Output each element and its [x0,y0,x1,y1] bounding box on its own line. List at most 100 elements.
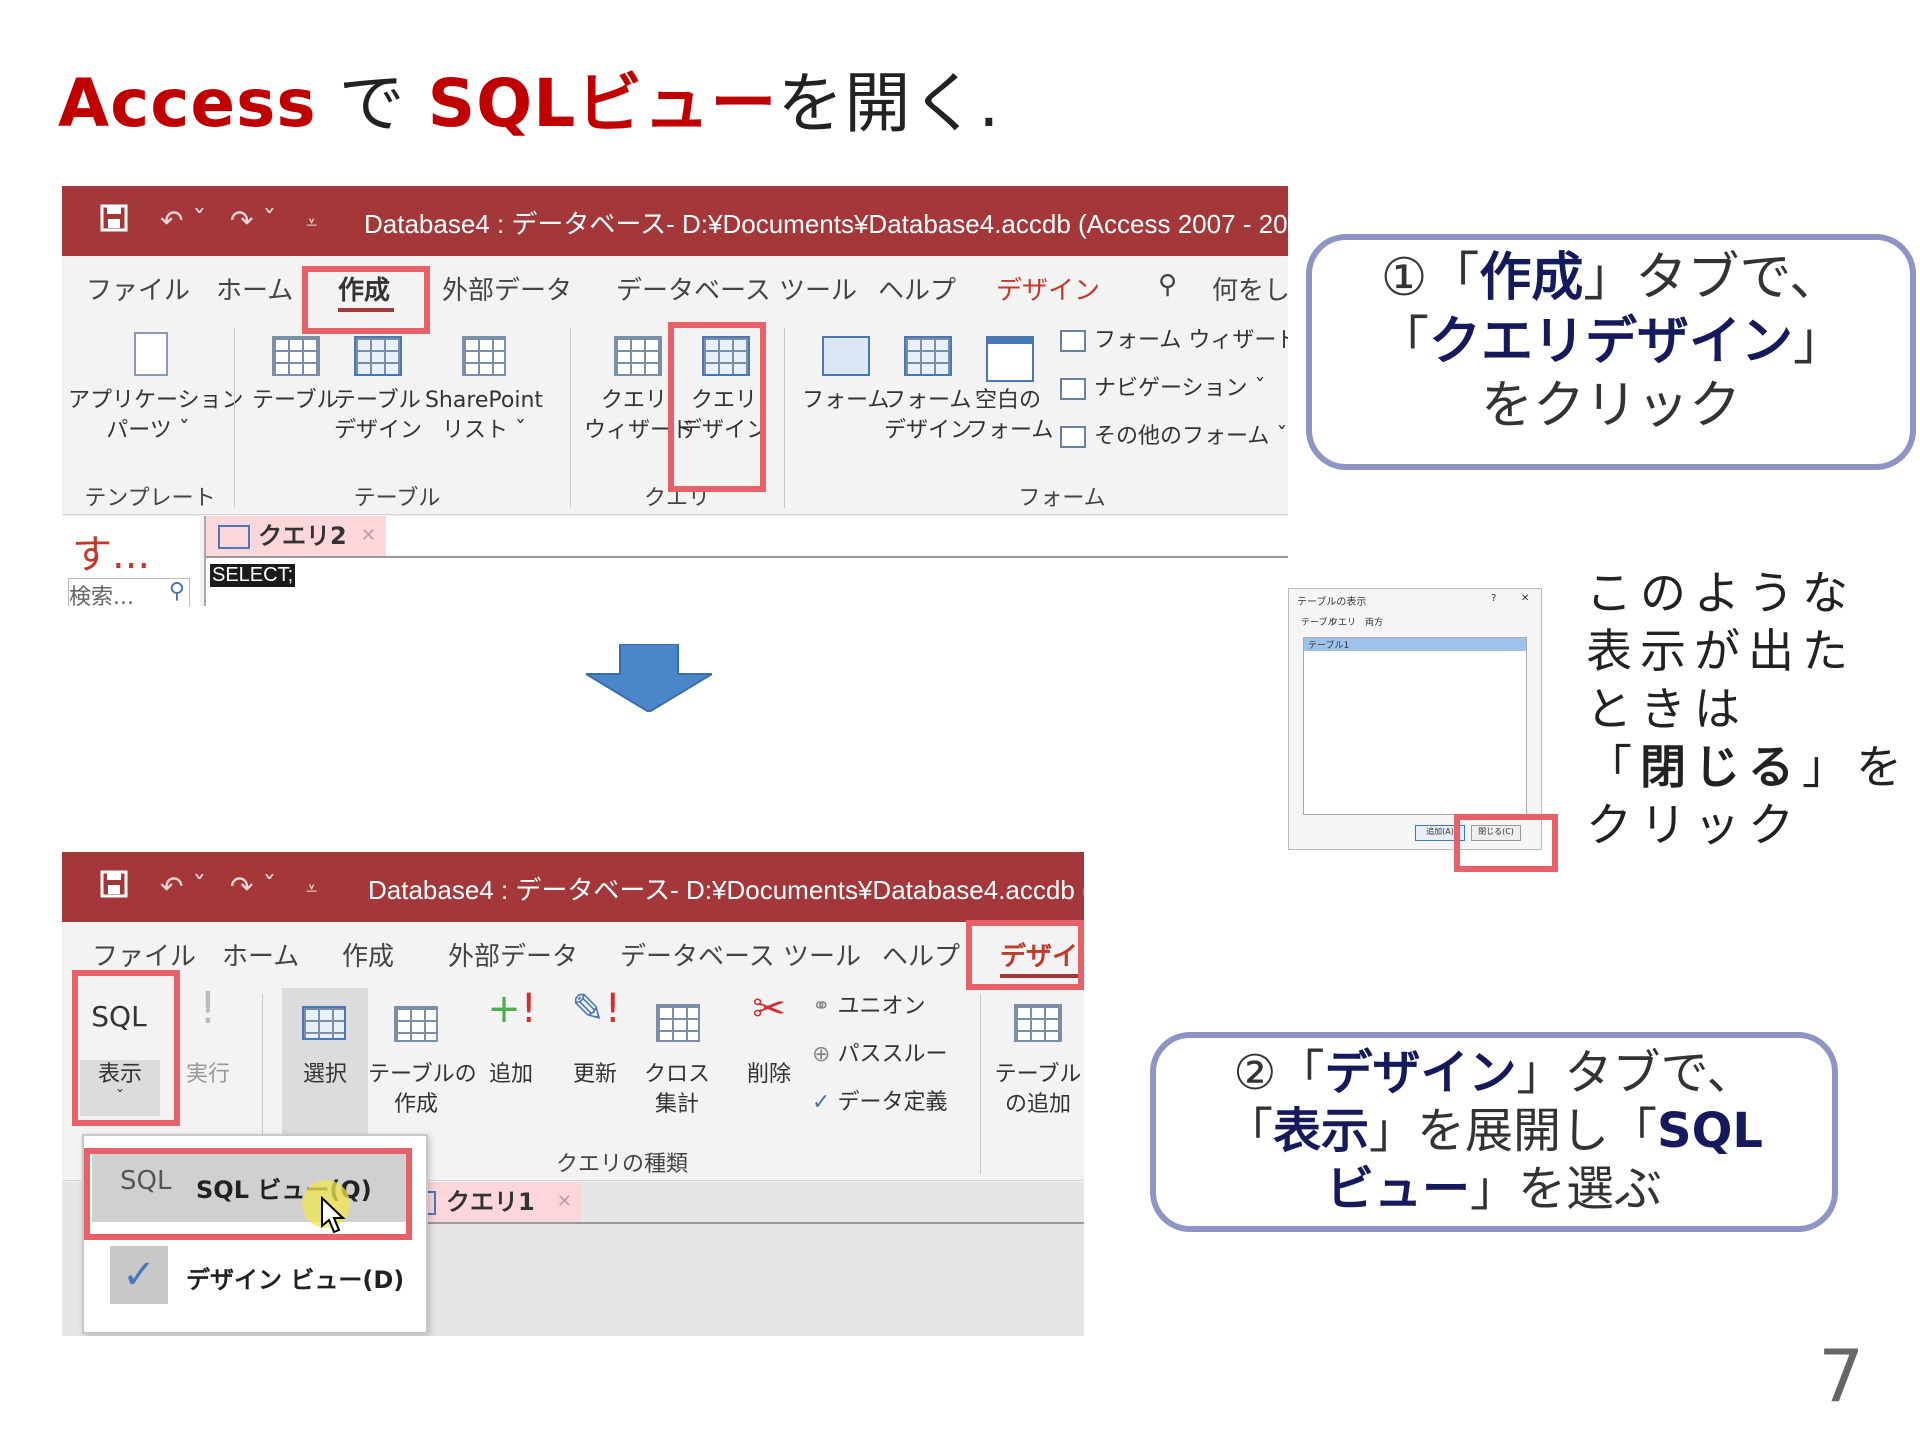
select-query-icon [302,1006,346,1040]
append-button[interactable]: 追加 [488,1062,533,1087]
add-table-icon[interactable] [1014,1004,1062,1042]
tell-me-input[interactable]: 何をしま [1212,276,1288,306]
update-button[interactable]: 更新 [572,1062,617,1087]
tab-help[interactable]: ヘルプ [878,276,957,306]
form-icon[interactable] [822,336,870,376]
form-button[interactable]: フォーム [802,386,889,416]
form-wizard-button[interactable]: フォーム ウィザード [1060,326,1288,356]
dialog-close-icon[interactable]: ✕ [1521,593,1530,604]
tab-query1[interactable]: クエリ1 ✕ [414,1182,582,1222]
sharepoint-list-button[interactable]: SharePoint リスト ˇ [422,386,546,446]
customize-qat-icon[interactable]: ⩡ [306,876,318,900]
form-wizard-label: フォーム ウィザード [1094,328,1288,353]
window-title: Database4 : データベース- D:¥Documents¥Databas… [364,209,1288,239]
dialog-tab-both[interactable]: 両方 [1365,618,1384,628]
application-parts-button[interactable]: アプリケーション パーツ ˇ [68,386,244,446]
make-table-label-1: テーブルの [368,1062,477,1087]
view-button[interactable]: 表示 ˇ [80,1060,160,1116]
tab-home[interactable]: ホーム [222,942,300,972]
query-wizard-icon[interactable] [614,336,662,376]
tab-database-tools[interactable]: データベース ツール [620,942,861,972]
undo-icon[interactable]: ↶ ˇ [160,870,207,903]
form-design-button[interactable]: フォーム デザイン [884,386,972,446]
tab-file[interactable]: ファイル [86,276,191,306]
sharepoint-list-icon[interactable] [462,336,506,376]
blank-form-button[interactable]: 空白の フォーム [966,386,1054,446]
tab-design[interactable]: デザイン [996,276,1101,306]
make-table-button[interactable]: テーブルの 作成 [368,1060,477,1120]
title-bar: ↶ ˇ ↷ ˇ ⩡ Database4 : データベース- D:¥Documen… [62,852,1084,922]
query-design-button[interactable]: クエリ デザイン [678,386,770,446]
append-icon: +! [487,986,537,1032]
form-design-icon[interactable] [904,336,952,376]
tab-database-tools[interactable]: データベース ツール [616,276,857,306]
close-icon[interactable]: ✕ [556,1191,572,1212]
application-parts-icon[interactable] [134,332,168,376]
data-definition-button[interactable]: ✓ データ定義 [812,1088,947,1118]
dialog-tab-query[interactable]: クエリ [1329,618,1357,628]
query-design-icon[interactable] [702,336,750,376]
redo-icon[interactable]: ↷ ˇ [230,870,277,903]
callout2-tab-text: 」タブで、 [1516,1045,1755,1101]
dialog-add-button[interactable]: 追加(A) [1415,825,1465,841]
union-button[interactable]: ⚭ ユニオン [812,992,925,1022]
table-button[interactable]: テーブル [252,386,339,416]
table-design-label-2: デザイン [334,418,423,443]
tab-home[interactable]: ホーム [216,276,294,306]
sql-editor-text[interactable]: SELECT; [210,564,296,587]
customize-qat-icon[interactable]: ⩡ [306,210,318,234]
highlight-create-tab [302,266,430,334]
search-icon: ⚲ [168,579,185,604]
blank-form-icon[interactable] [986,336,1034,382]
delete-button[interactable]: 削除 [746,1062,791,1087]
dialog-tab-table[interactable]: テーブル [1301,618,1337,628]
navigation-pane: す... 検索... ⚲ [62,516,200,606]
dialog-list-item[interactable]: テーブル1 [1304,638,1526,651]
group-table-label: テーブル [353,486,441,511]
make-table-icon[interactable] [394,1006,438,1042]
table-design-button[interactable]: テーブル デザイン [334,386,423,446]
tab-design[interactable]: デザイン [1000,942,1084,972]
nav-pane-title[interactable]: す... [72,532,151,578]
search-icon[interactable]: ⚲ [1158,270,1178,300]
crosstab-icon[interactable] [656,1004,700,1042]
menu-item-design-view[interactable]: ✓ デザイン ビュー(D) [92,1240,408,1314]
table-icon[interactable] [272,336,320,376]
table-design-icon[interactable] [354,336,402,376]
tab-external-data[interactable]: 外部データ [442,276,573,306]
callout1-line2: 「クエリデザイン」 [1312,310,1910,374]
close-icon[interactable]: ✕ [360,525,376,546]
add-table-button[interactable]: テーブル の追加 [992,1060,1084,1120]
run-button[interactable]: 実行 [185,1062,230,1087]
other-forms-button[interactable]: その他のフォーム ˇ [1060,422,1287,452]
tab-query2[interactable]: クエリ2 ✕ [206,516,386,556]
blank-form-label-2: フォーム [966,418,1054,443]
design-view-label: デザイン ビュー(D) [186,1266,405,1294]
callout2-design: デザイン [1324,1045,1517,1101]
dialog-close-button[interactable]: 閉じる(C) [1471,825,1521,841]
select-query-button[interactable]: 選択 [282,988,368,1138]
menu-item-sql-view[interactable]: SQL SQL ビュー(Q) [92,1148,408,1234]
save-icon[interactable] [100,204,128,239]
callout-step2: ②「デザイン」タブで、 「表示」を展開し「SQL ビュー」を選ぶ [1150,1032,1838,1232]
tab-help[interactable]: ヘルプ [882,942,961,972]
undo-icon[interactable]: ↶ ˇ [160,204,207,237]
navigation-button[interactable]: ナビゲーション ˇ [1060,374,1266,404]
redo-icon[interactable]: ↷ ˇ [230,204,277,237]
crosstab-button[interactable]: クロス 集計 [644,1060,710,1120]
tab-create[interactable]: 作成 [338,276,391,306]
union-label: ユニオン [837,994,926,1019]
note-line2: 表示が出た [1586,624,1856,678]
query2-tab-label: クエリ2 [258,522,347,550]
nav-search-input[interactable]: 検索... ⚲ [68,578,190,606]
highlight-sql-view [84,1148,412,1240]
tab-file[interactable]: ファイル [92,942,197,972]
table-label: テーブル [252,388,339,413]
tab-external-data[interactable]: 外部データ [448,942,579,972]
delete-icon: ✂ [752,986,786,1032]
query-wizard-button[interactable]: クエリ ウィザード [584,386,694,446]
save-icon[interactable] [100,870,128,905]
tab-create[interactable]: 作成 [342,942,395,972]
passthrough-button[interactable]: ⊕ パススルー [812,1040,947,1070]
sql-view-icon[interactable]: SQL [91,1000,147,1033]
